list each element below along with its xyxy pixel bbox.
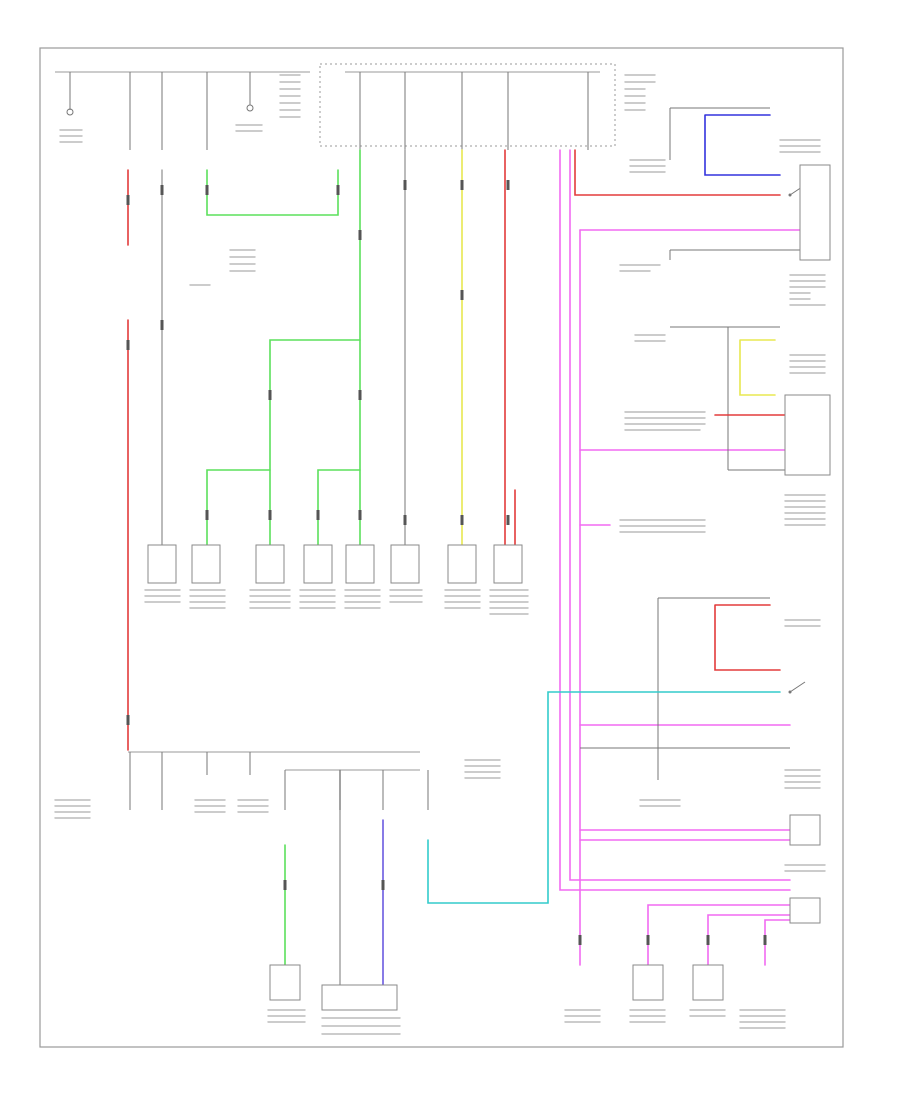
bottom-fuses [129, 752, 429, 810]
component-box-5 [345, 544, 375, 584]
wire-green-branch2 [206, 469, 271, 546]
component-box-6 [390, 544, 420, 584]
wire-red-top-right [574, 149, 781, 196]
wire-red-right2 [714, 604, 781, 671]
wire-pink-2 [569, 149, 791, 881]
wire-yellow-right [739, 339, 776, 396]
top-fuse-box [319, 63, 616, 147]
bottom-box-3 [632, 964, 664, 1001]
wire-green-branch3 [317, 469, 361, 546]
top-fuses [66, 72, 589, 150]
connector-markers [126, 180, 767, 945]
wire-pink-bottom3 [764, 919, 791, 966]
wire-pink-bottom2 [707, 914, 791, 966]
wire-cyan [427, 691, 781, 904]
right-module-3 [789, 814, 821, 846]
component-box-7 [447, 544, 477, 584]
wire-green-branch [269, 339, 361, 546]
right-module-2 [784, 394, 831, 476]
wire-green-top [206, 169, 339, 216]
wire-blue-top-right [704, 114, 781, 176]
component-box-1 [147, 544, 177, 584]
label-marks [54, 74, 826, 1035]
bottom-box-4 [692, 964, 724, 1001]
bottom-box-1 [269, 964, 301, 1001]
wire-pink-1 [559, 149, 791, 891]
component-box-4 [303, 544, 333, 584]
component-box-8 [493, 544, 523, 584]
diagram-frame [39, 47, 844, 1048]
bottom-box-2 [321, 984, 398, 1011]
right-module-4 [789, 897, 821, 924]
right-module-1 [799, 164, 831, 261]
component-box-2 [191, 544, 221, 584]
wire-pink-bottom [647, 904, 791, 966]
component-box-3 [255, 544, 285, 584]
